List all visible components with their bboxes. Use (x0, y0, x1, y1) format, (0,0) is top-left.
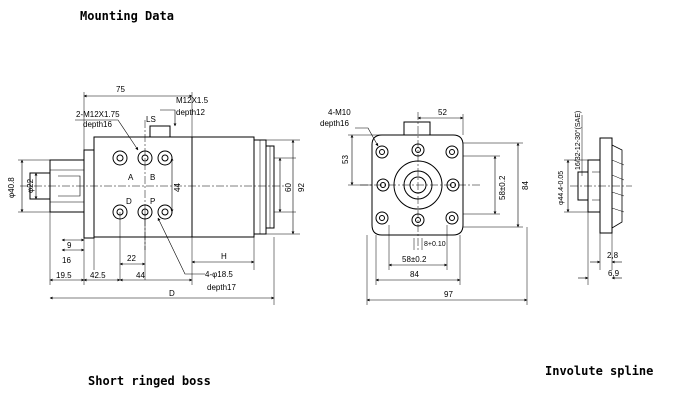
dim-19-5: 19.5 (56, 271, 72, 280)
port-a-label: A (128, 173, 134, 182)
dim-9: 9 (67, 241, 72, 250)
port-b-label: B (150, 173, 155, 182)
port-a (112, 150, 128, 166)
boss-diameter: φ44.4-0.05 (558, 171, 565, 205)
dim-44-vertical: 44 (173, 183, 182, 192)
dim-6-9: 6,9 (608, 269, 620, 278)
title-mounting-data: Mounting Data (80, 9, 174, 23)
port-depth-label: depth12 (176, 108, 205, 117)
dim-92: 92 (297, 183, 306, 192)
ls-label: LS (146, 115, 156, 124)
dim-60: 60 (284, 183, 293, 192)
dim-42-5: 42.5 (90, 271, 106, 280)
hole-spec: 4-φ18.5 (205, 270, 233, 279)
tap-depth: depth16 (320, 119, 349, 128)
dim-84-vertical: 84 (521, 181, 530, 190)
port-e (157, 204, 173, 220)
port-c (157, 150, 173, 166)
caption-short-ringed-boss: Short ringed boss (88, 374, 211, 388)
dim-44-horizontal: 44 (136, 271, 145, 280)
dim-2-8: 2,8 (607, 251, 619, 260)
dim-52: 52 (438, 108, 447, 117)
port-p-label: P (150, 197, 155, 206)
dim-h: H (221, 252, 227, 261)
shaft-pilot-diameter: φ22 (26, 178, 35, 193)
tap-hole-tl (375, 145, 389, 159)
top-lug (403, 121, 431, 136)
dim-58-vertical: 58±0.2 (498, 175, 507, 200)
spline-view (564, 115, 632, 285)
bolt-thread-label: 2-M12X1.75 (76, 110, 120, 119)
hole-depth: depth17 (207, 283, 236, 292)
front-view (348, 112, 528, 305)
tap-hole-br (445, 211, 459, 225)
shaft-diameter: φ40.8 (7, 177, 16, 198)
body-housing (191, 136, 255, 238)
dim-97: 97 (444, 290, 453, 299)
port-thread-label: M12X1.5 (176, 96, 209, 105)
tap-hole-bl (375, 211, 389, 225)
flange-plate (83, 149, 95, 239)
flange-outline (371, 134, 464, 236)
tap-spec: 4-M10 (328, 108, 351, 117)
dim-58-horizontal: 58±0.2 (402, 255, 427, 264)
side-view (18, 92, 300, 305)
dim-d: D (169, 289, 175, 298)
caption-involute-spline: Involute spline (545, 364, 654, 378)
bolt-depth-label: depth16 (83, 120, 112, 129)
spline-flange (599, 137, 613, 234)
spline-spec: 16/32-12-30°(SAE) (574, 111, 582, 170)
dim-8: 8+0.10 (424, 241, 446, 248)
dim-53: 53 (341, 155, 350, 164)
dim-22: 22 (127, 254, 136, 263)
dim-75: 75 (116, 85, 125, 94)
dim-84-horizontal: 84 (410, 270, 419, 279)
tap-hole-tr (445, 145, 459, 159)
dim-16: 16 (62, 256, 71, 265)
port-d-label: D (126, 197, 132, 206)
ls-port-stub (149, 125, 171, 138)
